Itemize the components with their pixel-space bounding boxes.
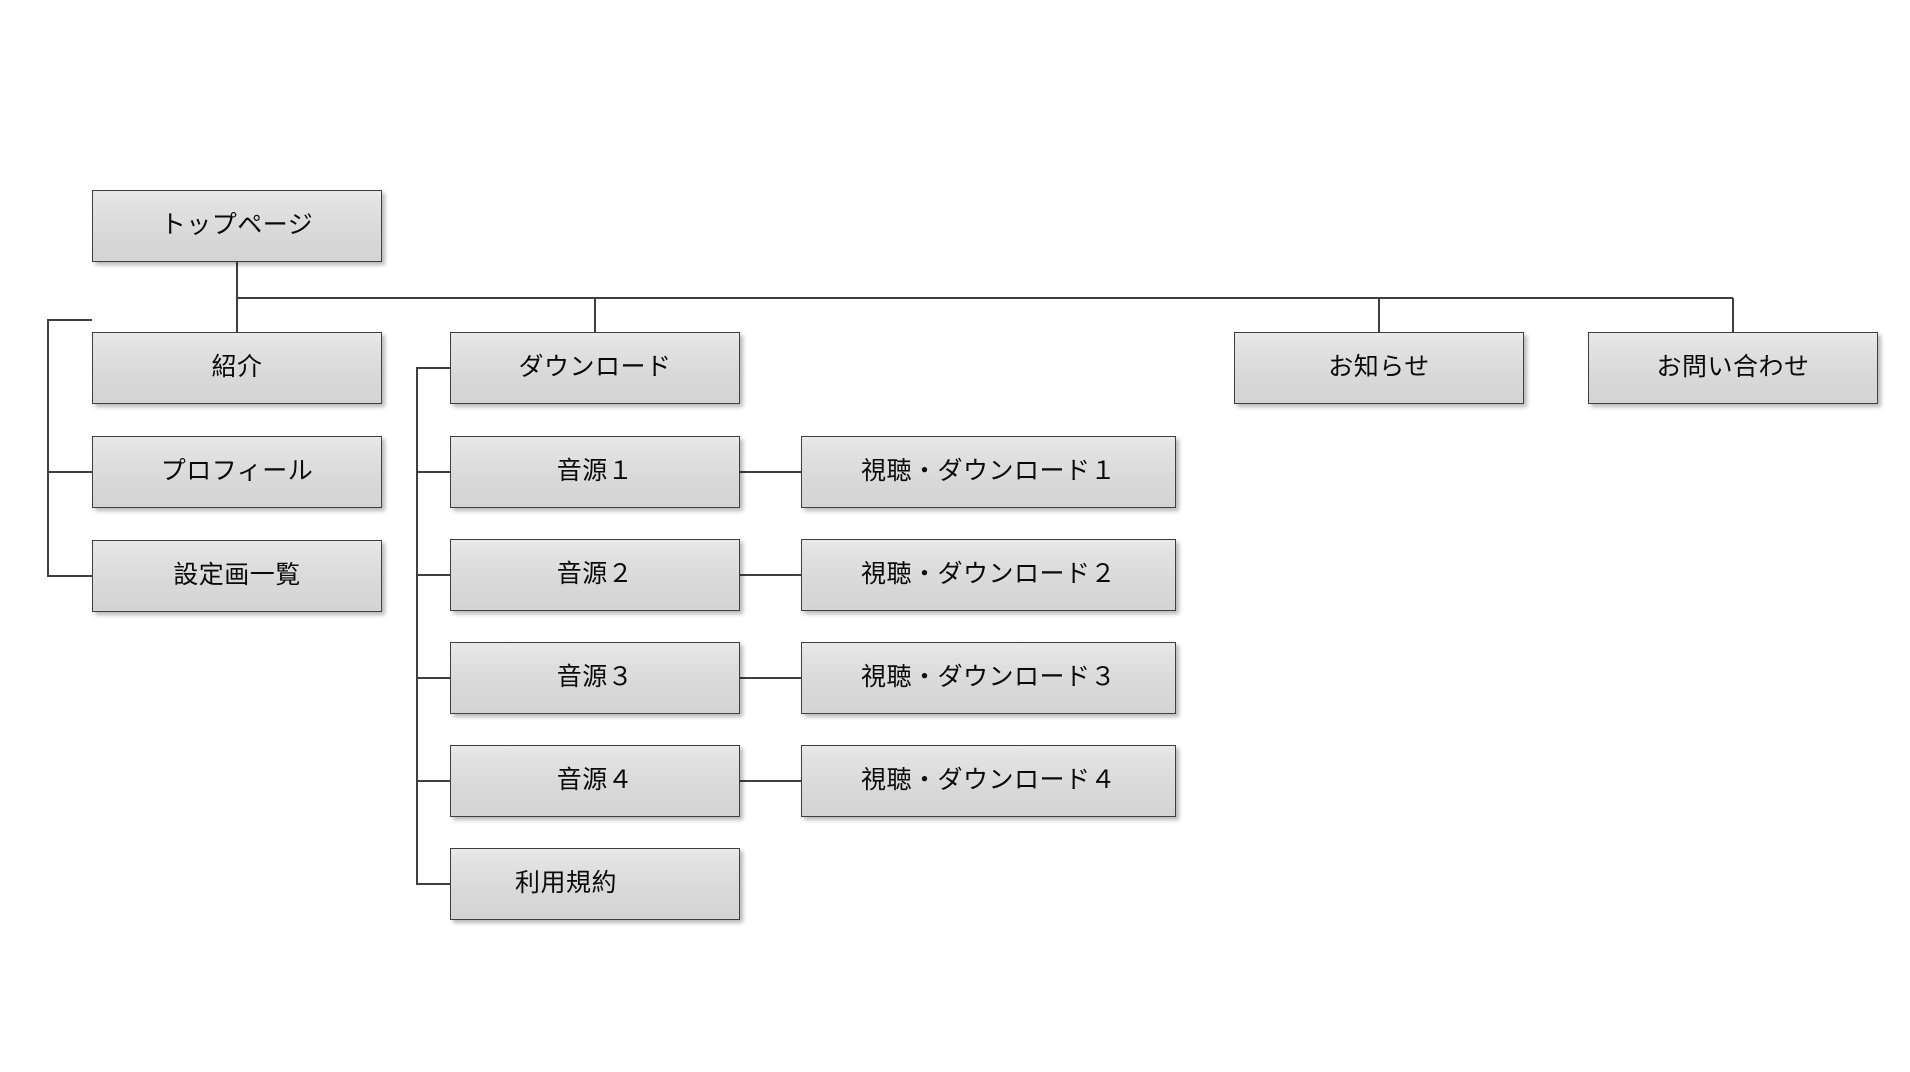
edge-left-spine <box>47 319 92 577</box>
node-label: 視聴・ダウンロード２ <box>860 560 1116 589</box>
node-listen-download-3[interactable]: 視聴・ダウンロード３ <box>801 642 1176 714</box>
node-audio-3[interactable]: 音源３ <box>450 642 740 714</box>
node-settings-list[interactable]: 設定画一覧 <box>92 540 382 612</box>
node-label: プロフィール <box>160 457 314 486</box>
node-audio-4[interactable]: 音源４ <box>450 745 740 817</box>
node-listen-download-4[interactable]: 視聴・ダウンロード４ <box>801 745 1176 817</box>
node-label: 視聴・ダウンロード３ <box>860 663 1116 692</box>
node-label: お問い合わせ <box>1656 353 1810 382</box>
node-label: 視聴・ダウンロード１ <box>860 457 1116 486</box>
node-intro[interactable]: 紹介 <box>92 332 382 404</box>
node-news[interactable]: お知らせ <box>1234 332 1524 404</box>
node-label: 視聴・ダウンロード４ <box>860 766 1116 795</box>
node-profile[interactable]: プロフィール <box>92 436 382 508</box>
node-top-page[interactable]: トップページ <box>92 190 382 262</box>
node-contact[interactable]: お問い合わせ <box>1588 332 1878 404</box>
node-audio-1[interactable]: 音源１ <box>450 436 740 508</box>
node-label: 紹介 <box>211 353 263 382</box>
node-label: 設定画一覧 <box>173 561 301 590</box>
node-audio-2[interactable]: 音源２ <box>450 539 740 611</box>
node-listen-download-1[interactable]: 視聴・ダウンロード１ <box>801 436 1176 508</box>
node-listen-download-2[interactable]: 視聴・ダウンロード２ <box>801 539 1176 611</box>
edge-download-spine <box>416 367 450 885</box>
node-label: 利用規約 <box>515 869 618 898</box>
node-label: 音源２ <box>556 560 634 589</box>
node-label: お知らせ <box>1328 353 1430 382</box>
node-download[interactable]: ダウンロード <box>450 332 740 404</box>
node-label: ダウンロード <box>518 353 672 382</box>
node-label: 音源４ <box>556 766 634 795</box>
node-label: 音源１ <box>556 457 634 486</box>
node-label: 音源３ <box>556 663 634 692</box>
node-label: トップページ <box>160 211 314 240</box>
node-terms-of-use[interactable]: 利用規約 <box>450 848 740 920</box>
